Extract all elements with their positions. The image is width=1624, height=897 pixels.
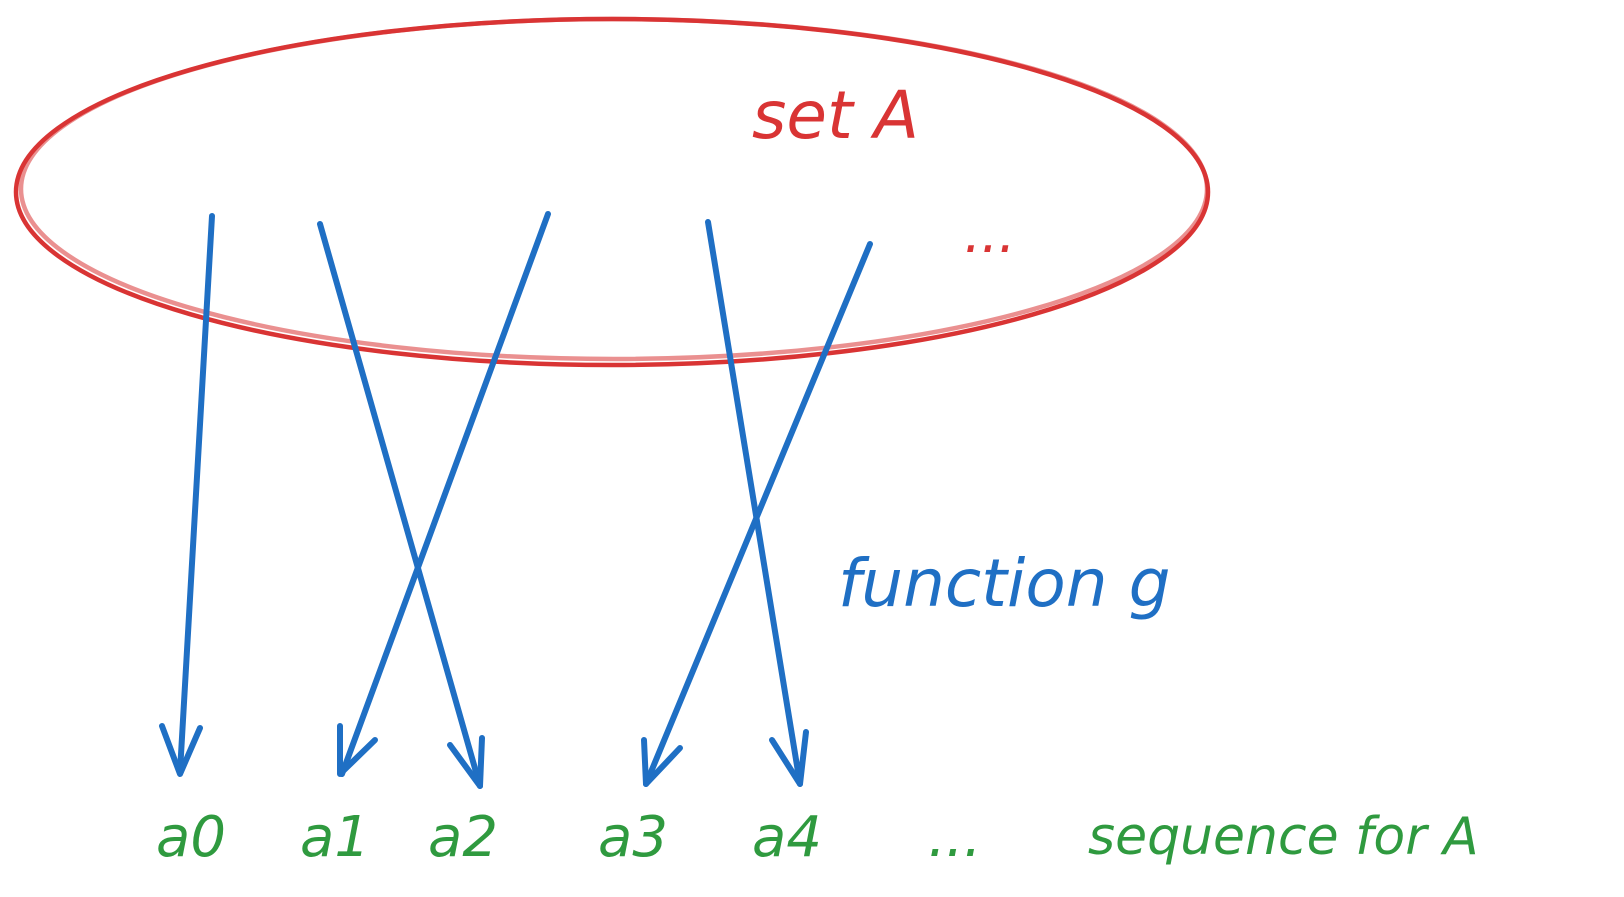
sequence-item: a4 — [752, 805, 822, 870]
arrow-to-a2 — [317, 221, 485, 789]
arrow-to-a1 — [337, 211, 551, 777]
arrow-to-a4 — [705, 219, 809, 787]
sequence-row: a0 a1 a2 a3 a4 ... sequence for A — [156, 805, 1479, 870]
set-ellipsis: ... — [964, 202, 1016, 265]
set-ellipse — [13, 16, 1211, 368]
function-label: function g — [838, 545, 1170, 622]
set-label: set A — [752, 77, 919, 154]
function-arrows — [159, 211, 873, 789]
arrow-to-a0 — [159, 213, 215, 777]
sequence-ellipsis: ... — [928, 805, 981, 870]
sequence-label: sequence for A — [1088, 807, 1479, 867]
arrow-to-a3 — [641, 241, 873, 787]
sequence-item: a3 — [598, 805, 668, 870]
sequence-item: a1 — [300, 805, 370, 870]
sequence-item: a2 — [428, 805, 498, 870]
sequence-item: a0 — [156, 805, 226, 870]
